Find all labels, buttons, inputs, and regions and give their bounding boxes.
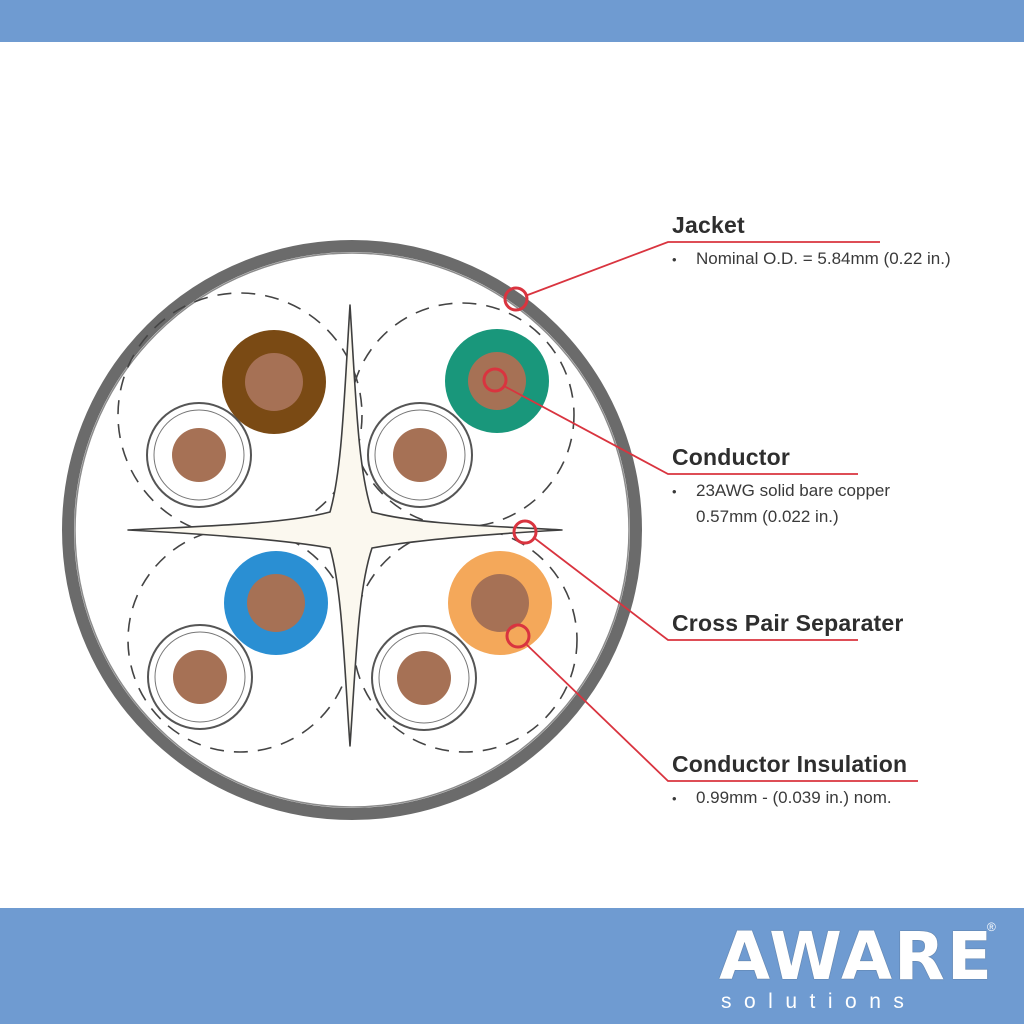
wire-white-blue-inner-ring — [154, 631, 246, 723]
registered-mark: ® — [987, 920, 996, 934]
callout-line-insulation — [525, 643, 918, 782]
callout-jacket: Jacket • Nominal O.D. = 5.84mm (0.22 in.) — [672, 212, 951, 272]
wire-blue-conductor — [247, 574, 305, 632]
callout-marker-jacket — [503, 286, 529, 312]
wire-orange-conductor — [471, 574, 529, 632]
cross-pair-separator — [127, 304, 563, 747]
callout-conductor: Conductor • 23AWG solid bare copper 0.57m… — [672, 444, 890, 529]
wire-green-conductor — [468, 352, 526, 410]
pair-boundary-top-left — [117, 292, 363, 538]
logo-wordmark: AWARE — [719, 918, 994, 995]
top-banner — [0, 0, 1024, 42]
conductor-spec-1: 23AWG solid bare copper — [696, 481, 891, 500]
bullet: • — [672, 484, 677, 499]
bullet: • — [672, 252, 677, 267]
conductor-spec-2: 0.57mm (0.022 in.) — [696, 507, 839, 526]
callout-separator: Cross Pair Separater — [672, 610, 904, 636]
callout-title-separator: Cross Pair Separater — [672, 610, 904, 636]
wire-white-green-conductor — [393, 428, 447, 482]
callout-marker-insulation — [505, 623, 531, 649]
callout-detail-conductor: • 23AWG solid bare copper 0.57mm (0.022 i… — [672, 478, 890, 529]
callout-detail-insulation: • 0.99mm - (0.039 in.) nom. — [672, 785, 907, 811]
wire-white-orange-conductor — [397, 651, 451, 705]
callout-line-conductor — [503, 385, 858, 475]
bottom-banner — [0, 908, 1024, 1024]
insulation-spec: 0.99mm - (0.039 in.) nom. — [696, 788, 892, 807]
bullet: • — [672, 791, 677, 806]
callout-marker-separator — [512, 519, 538, 545]
jacket-inner-edge — [74, 252, 630, 808]
wire-white-brown-conductor — [172, 428, 226, 482]
callout-title-jacket: Jacket — [672, 212, 745, 238]
wire-white-orange-inner-ring — [378, 632, 470, 724]
pair-boundary-bottom-right — [352, 527, 578, 753]
callout-line-jacket — [524, 241, 880, 297]
callout-title-insulation: Conductor Insulation — [672, 751, 908, 777]
wire-white-green-inner-ring — [374, 409, 466, 501]
logo-subtitle: solutions — [721, 990, 917, 1013]
wire-white-brown-inner-ring — [153, 409, 245, 501]
callout-detail-jacket: • Nominal O.D. = 5.84mm (0.22 in.) — [672, 246, 951, 272]
callout-marker-conductor — [482, 367, 508, 393]
wire-white-blue-conductor — [173, 650, 227, 704]
wire-brown-conductor — [245, 353, 303, 411]
callout-title-conductor: Conductor — [672, 444, 791, 470]
jacket-spec: Nominal O.D. = 5.84mm (0.22 in.) — [696, 249, 951, 268]
callout-insulation: Conductor Insulation • 0.99mm - (0.039 in… — [672, 751, 907, 811]
aware-solutions-logo: AWARE ® solutions — [715, 920, 1005, 1016]
callout-line-separator — [532, 536, 858, 641]
